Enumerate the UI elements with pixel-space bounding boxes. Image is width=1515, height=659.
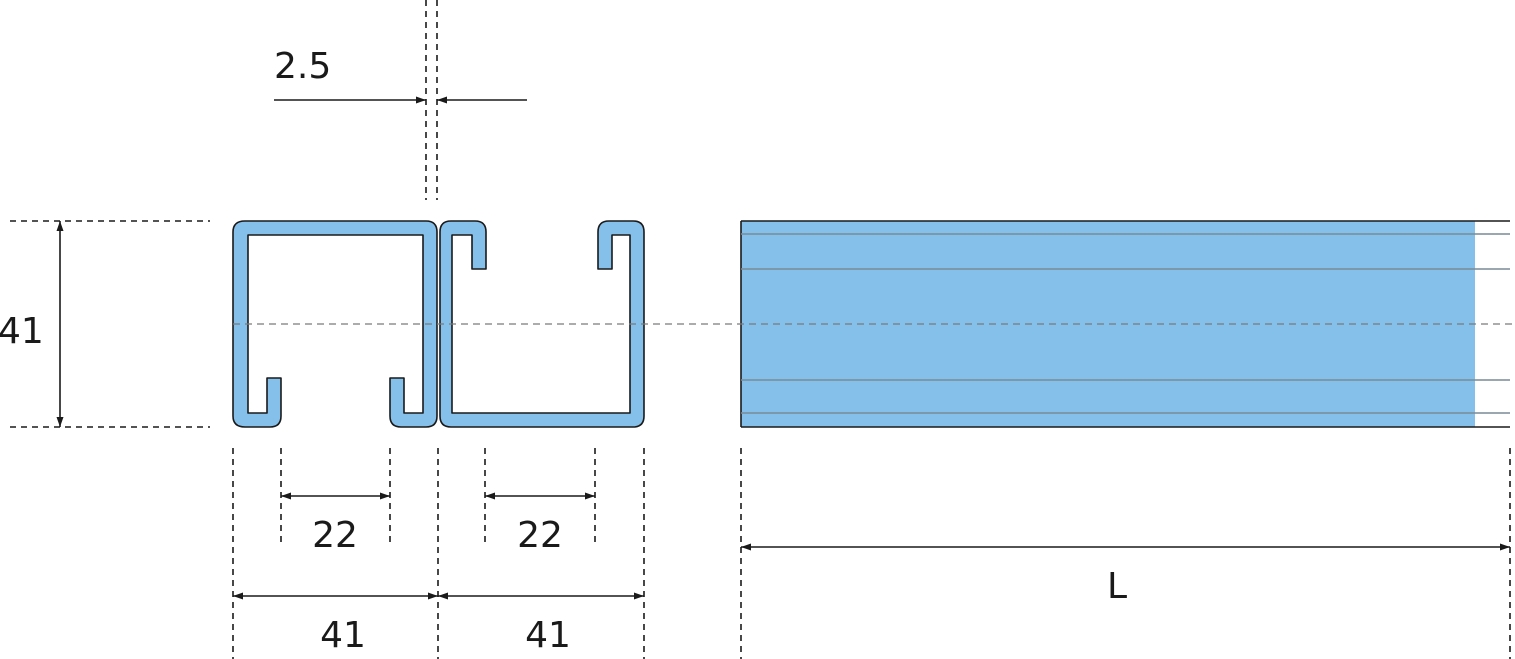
slot-right-label: 22 [517,515,563,556]
height-dimension: 41 [0,220,210,428]
length-label: L [1107,566,1127,607]
length-dimension: L [741,543,1510,607]
width-dimension-left: 41 [233,592,438,656]
width-dimension-right: 41 [438,592,644,656]
bottom-extension-lines [232,448,1511,659]
channel-profile-left [232,220,438,428]
width-right-label: 41 [525,615,571,656]
height-label: 41 [0,311,44,352]
thickness-label: 2.5 [274,46,331,87]
thickness-dimension: 2.5 [274,0,527,200]
width-left-label: 41 [320,615,366,656]
slot-left-label: 22 [312,515,358,556]
channel-profile-right [439,220,645,428]
slot-dimension-right: 22 [485,492,595,556]
slot-dimension-left: 22 [281,492,390,556]
